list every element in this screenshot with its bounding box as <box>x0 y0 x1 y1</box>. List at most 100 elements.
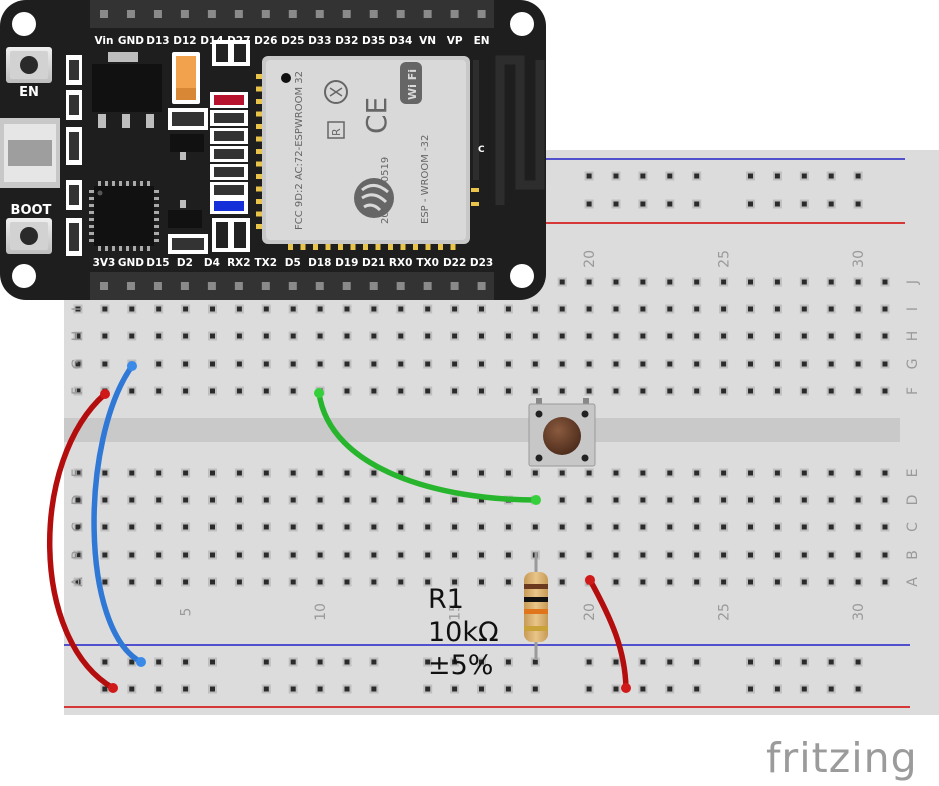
breadboard-hole-center <box>102 659 108 665</box>
header-pin[interactable] <box>234 10 243 18</box>
push-button-cap[interactable] <box>543 417 581 455</box>
header-pin[interactable] <box>153 10 162 18</box>
breadboard-hole-center <box>344 361 350 367</box>
header-pin[interactable] <box>477 282 486 290</box>
breadboard-hole-center <box>452 686 458 692</box>
tactile-push-button[interactable] <box>528 398 596 467</box>
module-name-text: ESP - WROOM -32 <box>420 135 431 224</box>
breadboard-hole-center <box>102 470 108 476</box>
red-wire-3v3[interactable] <box>47 391 116 691</box>
breadboard-hole-center <box>102 361 108 367</box>
header-pin[interactable] <box>288 10 297 18</box>
breadboard-hole-center <box>667 306 673 312</box>
header-pin[interactable] <box>450 282 459 290</box>
header-pin[interactable] <box>396 282 405 290</box>
breadboard-hole-center <box>774 497 780 503</box>
breadboard-hole-center <box>183 306 189 312</box>
breadboard-hole-center <box>505 686 511 692</box>
header-pin[interactable] <box>207 10 216 18</box>
breadboard-hole-center <box>129 524 135 530</box>
breadboard-hole-center <box>210 552 215 558</box>
header-pin[interactable] <box>396 10 405 18</box>
breadboard-hole-center <box>586 524 592 530</box>
breadboard-hole-center <box>559 361 565 367</box>
green-wire-signal[interactable] <box>316 390 539 503</box>
breadboard-hole-center <box>183 470 189 476</box>
header-pin[interactable] <box>423 282 432 290</box>
breadboard-hole-center <box>425 552 431 558</box>
breadboard-hole-center <box>801 388 807 394</box>
header-pin[interactable] <box>315 10 324 18</box>
breadboard-hole-center <box>667 361 673 367</box>
breadboard-hole-center <box>801 333 807 339</box>
breadboard-hole-center <box>694 497 700 503</box>
breadboard-hole-center <box>532 306 538 312</box>
header-pin[interactable] <box>477 10 486 18</box>
header-pin[interactable] <box>126 282 135 290</box>
header-pin[interactable] <box>342 282 351 290</box>
blue-wire-gnd[interactable] <box>91 363 144 665</box>
header-pin[interactable] <box>450 10 459 18</box>
header-pin[interactable] <box>315 282 324 290</box>
header-pin[interactable] <box>207 282 216 290</box>
breadboard-hole-center <box>75 579 81 585</box>
header-pin[interactable] <box>369 10 378 18</box>
breadboard-hole-center <box>183 388 189 394</box>
en-button[interactable] <box>6 47 52 83</box>
breadboard-hole-center <box>102 579 108 585</box>
header-pin[interactable] <box>261 10 270 18</box>
usb-uart-chip <box>89 181 159 251</box>
header-pin[interactable] <box>234 282 243 290</box>
bottom-pin-label: RX2 <box>227 257 251 269</box>
header-pin[interactable] <box>126 10 135 18</box>
breadboard-hole-center <box>75 388 81 394</box>
breadboard-hole-center <box>236 552 242 558</box>
module-pad <box>388 244 393 250</box>
breadboard-hole-center <box>371 497 377 503</box>
breadboard-hole-center <box>156 497 162 503</box>
header-pin[interactable] <box>423 10 432 18</box>
top-pin-label: D35 <box>362 35 385 47</box>
row-letter-right: C <box>905 522 921 532</box>
breadboard-hole-center <box>371 524 377 530</box>
breadboard-hole-center <box>371 361 377 367</box>
breadboard-hole-center <box>748 579 753 585</box>
header-pin[interactable] <box>153 282 162 290</box>
bottom-pin-label: RX0 <box>389 257 413 269</box>
header-pin[interactable] <box>261 282 270 290</box>
top-pin-label: D26 <box>254 35 277 47</box>
breadboard-hole-center <box>156 388 162 394</box>
tantalum-capacitor <box>172 52 200 104</box>
header-pin[interactable] <box>342 10 351 18</box>
breadboard-hole-center <box>532 361 538 367</box>
column-number-bottom: 25 <box>717 603 733 621</box>
header-pin[interactable] <box>100 10 108 18</box>
breadboard-hole-center <box>398 361 404 367</box>
breadboard-hole-center <box>559 470 565 476</box>
breadboard-hole-center <box>694 201 700 207</box>
breadboard-hole-center <box>371 686 377 692</box>
breadboard-hole-center <box>129 497 135 503</box>
breadboard-hole-center <box>613 552 619 558</box>
header-pin[interactable] <box>100 282 108 290</box>
header-pin[interactable] <box>180 10 189 18</box>
breadboard-hole-center <box>290 306 296 312</box>
module-pad <box>256 174 262 179</box>
header-pin[interactable] <box>369 282 378 290</box>
module-fcc-text: FCC 9D:2 AC:72-ESPWROOM 32 <box>294 71 305 230</box>
breadboard-hole-center <box>640 361 646 367</box>
boot-button[interactable] <box>6 218 52 254</box>
row-letter-left: H <box>70 331 86 342</box>
breadboard-hole-center <box>452 333 458 339</box>
chip-pin <box>153 211 159 214</box>
row-letter-right: H <box>905 331 921 342</box>
red-wire-button-rail[interactable] <box>587 577 629 691</box>
breadboard-hole-center <box>129 388 135 394</box>
header-pin[interactable] <box>288 282 297 290</box>
breadboard-hole-center <box>183 524 189 530</box>
header-pin[interactable] <box>180 282 189 290</box>
breadboard-hole-center <box>828 579 834 585</box>
breadboard-hole-center <box>586 201 592 207</box>
breadboard-hole-center <box>855 333 861 339</box>
